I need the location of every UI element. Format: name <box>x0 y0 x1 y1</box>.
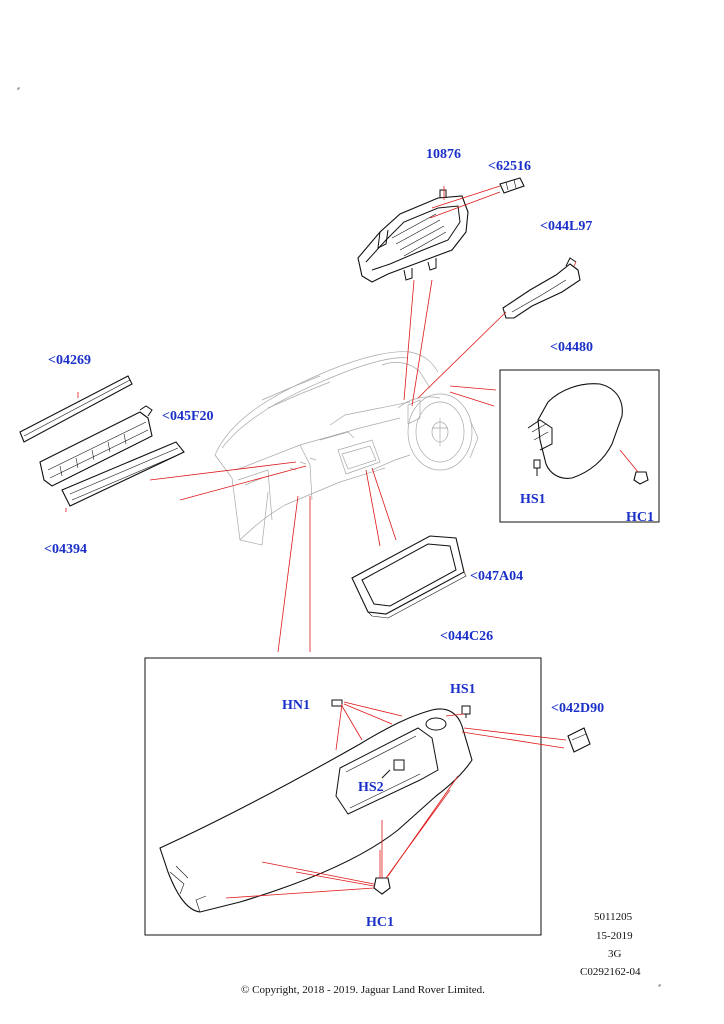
callout-airbag-hc1: HC1 <box>626 510 654 525</box>
ref-code-1: 5011205 <box>594 911 633 923</box>
airbag-hs1-screw-icon <box>533 459 541 476</box>
main-panel-illustration <box>159 708 473 913</box>
callout-main-hc1: HC1 <box>366 915 394 930</box>
callout-04480: <04480 <box>550 340 593 355</box>
dash-top-strip-illustration <box>19 375 133 443</box>
callout-042d90: <042D90 <box>551 701 604 716</box>
dash-lower-trim-illustration <box>61 441 185 507</box>
callout-04394: <04394 <box>44 542 87 557</box>
main-hs2-screw-icon <box>381 759 405 779</box>
callout-045f20: <045F20 <box>162 409 214 424</box>
main-hs1-screw-icon <box>461 705 471 718</box>
leader-lines <box>65 185 639 899</box>
dashboard-outline-illustration <box>214 351 479 546</box>
callout-044l97: <044L97 <box>540 219 592 234</box>
display-bezel-illustration <box>351 535 467 619</box>
callout-62516: <62516 <box>488 159 531 174</box>
callout-main-hn1: HN1 <box>282 698 310 713</box>
callout-04269: <04269 <box>48 353 91 368</box>
dash-bracket-illustration <box>39 405 153 487</box>
copyright-text: © Copyright, 2018 - 2019. Jaguar Land Ro… <box>241 984 485 996</box>
side-clip-illustration <box>567 727 591 753</box>
callout-044c26: <044C26 <box>440 629 493 644</box>
callout-10876: 10876 <box>426 147 461 162</box>
main-hc1-clip-icon <box>373 877 391 895</box>
ref-code-3: 3G <box>608 948 622 960</box>
instrument-cluster-illustration <box>357 189 469 283</box>
crop-mark-top-left <box>17 87 20 90</box>
callout-main-hs2: HS2 <box>358 780 384 795</box>
callout-main-hs1: HS1 <box>450 682 476 697</box>
a-pillar-trim-illustration <box>502 257 581 319</box>
main-hn1-nut-icon <box>331 699 343 707</box>
callout-047a04: <047A04 <box>470 569 523 584</box>
cluster-clip-illustration <box>499 177 525 194</box>
airbag-hc1-clip-icon <box>633 471 649 485</box>
crop-mark-bottom-right <box>658 984 661 987</box>
ref-code-2: 15-2019 <box>596 930 633 942</box>
callout-airbag-hs1: HS1 <box>520 492 546 507</box>
airbag-module-illustration <box>527 383 623 479</box>
airbag-group-frame <box>499 369 660 523</box>
main-panel-group-frame <box>144 657 542 936</box>
ref-code-4: C0292162-04 <box>580 966 641 978</box>
